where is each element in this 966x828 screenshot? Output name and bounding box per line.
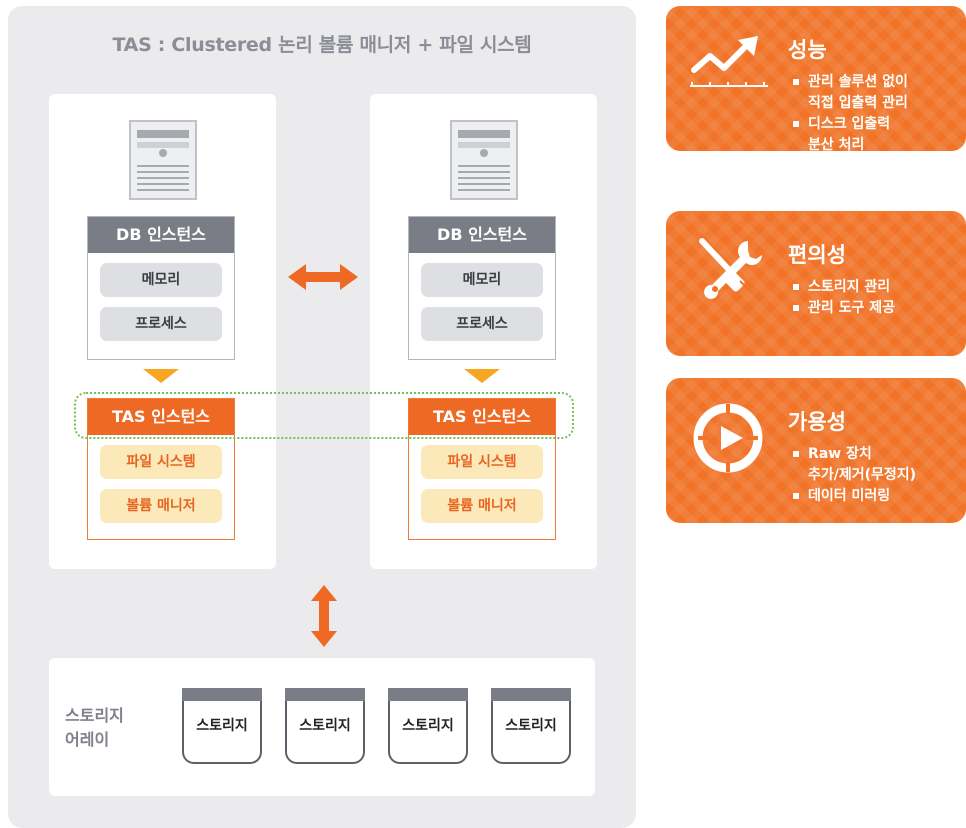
disk-top xyxy=(388,688,468,701)
server-icon xyxy=(450,120,518,200)
db-instance-box: DB 인스턴스 메모리 프로세스 xyxy=(408,216,556,360)
db-item-memory: 메모리 xyxy=(421,263,543,297)
vertical-double-arrow-icon xyxy=(311,585,337,647)
availability-play-icon xyxy=(693,403,763,473)
tools-icon xyxy=(699,238,762,299)
bullet-item: Raw 장치 추가/제거(무정지) xyxy=(792,444,916,486)
tas-instance-title: TAS 인스턴스 xyxy=(409,399,555,435)
db-instance-title: DB 인스턴스 xyxy=(409,217,555,253)
bullet-item: 관리 도구 제공 xyxy=(792,298,895,319)
card-bullets: Raw 장치 추가/제거(무정지) 데이터 미러링 xyxy=(792,444,916,507)
tas-item-volume-manager: 볼륨 매니저 xyxy=(421,489,543,523)
feature-card-convenience: 편의성 스토리지 관리 관리 도구 제공 xyxy=(666,211,966,356)
tas-instance-box: TAS 인스턴스 파일 시스템 볼륨 매니저 xyxy=(87,398,235,540)
card-pattern xyxy=(666,6,966,151)
bullet-line: 추가/제거(무정지) xyxy=(808,467,917,483)
feature-card-availability: 가용성 Raw 장치 추가/제거(무정지) 데이터 미러링 xyxy=(666,378,966,523)
card-title: 성능 xyxy=(788,38,827,62)
bullet-line: Raw 장치 xyxy=(808,446,872,462)
down-arrow-icon xyxy=(143,369,179,383)
feature-card-performance: 성능 관리 솔루션 없이 직접 입출력 관리 디스크 입출력 분산 처리 xyxy=(666,6,966,151)
card-bullets: 스토리지 관리 관리 도구 제공 xyxy=(792,277,895,319)
bullet-item: 데이터 미러링 xyxy=(792,486,916,507)
bullet-line: 분산 처리 xyxy=(808,137,865,151)
node-right: DB 인스턴스 메모리 프로세스 TAS 인스턴스 파일 시스템 볼륨 매니저 xyxy=(370,94,597,569)
storage-array-label-line1: 스토리지 xyxy=(65,706,124,725)
db-item-process: 프로세스 xyxy=(421,307,543,341)
bullet-item: 관리 솔루션 없이 직접 입출력 관리 xyxy=(792,72,908,114)
tas-instance-title: TAS 인스턴스 xyxy=(88,399,234,435)
tas-instance-box: TAS 인스턴스 파일 시스템 볼륨 매니저 xyxy=(408,398,556,540)
storage-disk: 스토리지 xyxy=(491,688,571,764)
node-left: DB 인스턴스 메모리 프로세스 TAS 인스턴스 파일 시스템 볼륨 매니저 xyxy=(49,94,276,569)
tas-item-volume-manager: 볼륨 매니저 xyxy=(100,489,222,523)
storage-disk: 스토리지 xyxy=(182,688,262,764)
tas-item-filesystem: 파일 시스템 xyxy=(421,445,543,479)
disk-label: 스토리지 xyxy=(196,718,248,734)
bullet-line: 직접 입출력 관리 xyxy=(808,95,908,111)
card-bullets: 관리 솔루션 없이 직접 입출력 관리 디스크 입출력 분산 처리 xyxy=(792,72,908,151)
trend-up-icon xyxy=(690,36,768,87)
tas-cluster-band xyxy=(74,392,574,439)
bullet-line: 디스크 입출력 xyxy=(808,116,891,132)
horizontal-double-arrow-icon xyxy=(288,264,358,290)
card-title: 편의성 xyxy=(788,243,846,267)
storage-disk: 스토리지 xyxy=(285,688,365,764)
tas-item-filesystem: 파일 시스템 xyxy=(100,445,222,479)
storage-array-label: 스토리지 어레이 xyxy=(65,704,124,752)
bullet-item: 디스크 입출력 분산 처리 xyxy=(792,114,908,151)
card-title: 가용성 xyxy=(788,410,846,434)
disk-label: 스토리지 xyxy=(505,718,557,734)
disk-top xyxy=(285,688,365,701)
disk-top xyxy=(491,688,571,701)
db-item-process: 프로세스 xyxy=(100,307,222,341)
db-instance-title: DB 인스턴스 xyxy=(88,217,234,253)
db-instance-box: DB 인스턴스 메모리 프로세스 xyxy=(87,216,235,360)
disk-label: 스토리지 xyxy=(402,718,454,734)
disk-label: 스토리지 xyxy=(299,718,351,734)
bullet-line: 관리 솔루션 없이 xyxy=(808,74,908,90)
db-item-memory: 메모리 xyxy=(100,263,222,297)
disk-top xyxy=(182,688,262,701)
storage-array-label-line2: 어레이 xyxy=(65,730,110,749)
storage-disk: 스토리지 xyxy=(388,688,468,764)
panel-title: TAS : Clustered 논리 볼륨 매니저 + 파일 시스템 xyxy=(112,34,532,56)
bullet-item: 스토리지 관리 xyxy=(792,277,895,298)
card-pattern xyxy=(666,378,966,523)
storage-array: 스토리지 어레이 스토리지 스토리지 스토리지 스토리지 xyxy=(49,658,595,796)
server-icon xyxy=(129,120,197,200)
down-arrow-icon xyxy=(464,369,500,383)
